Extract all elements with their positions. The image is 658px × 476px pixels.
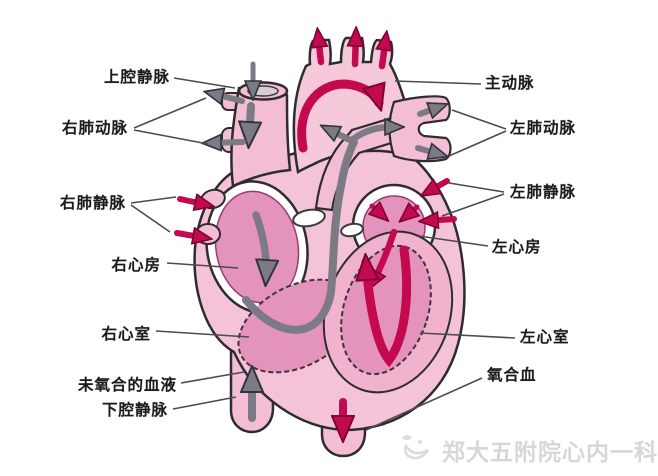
leader-ra (166, 262, 239, 269)
leader-ivc (172, 396, 237, 410)
rpa-lower-arrow (208, 142, 246, 143)
rpv-lower-arrow (174, 233, 206, 238)
watermark-logo-icon (402, 435, 430, 460)
pulmonary-valve (292, 208, 326, 228)
leader-oxygenated (365, 377, 483, 431)
label-left-ventricle: 左心室 (520, 328, 570, 346)
label-inferior-vena-cava: 下腔静脉 (101, 401, 168, 419)
aorta-branch-arrow-1 (318, 34, 321, 66)
leader-lines (130, 77, 516, 431)
lpv-upper-arrow (426, 178, 450, 193)
lpa-upper-arrow (417, 106, 442, 114)
leader-lv (419, 332, 516, 339)
leader-rv (155, 330, 250, 338)
aorta-branch-arrow-3 (382, 37, 386, 70)
label-left-pulmonary-vein: 左肺静脉 (510, 183, 577, 201)
aortic-arch-curved-arrow (297, 79, 379, 153)
leader-svc (173, 77, 236, 89)
left-ventricle-u-arrow (366, 245, 412, 368)
aortic-valve (340, 222, 364, 238)
leader-rpv-lower (130, 204, 171, 233)
watermark-text: 郑大五附院心内一科 (442, 440, 658, 466)
lpv-lower-arrow (425, 219, 457, 221)
label-right-pulmonary-vein: 右肺静脉 (59, 194, 126, 212)
leader-lpa-upper (451, 109, 507, 130)
rpa-upper-arrow (210, 93, 245, 101)
deoxygenated-flow-arrows (208, 61, 442, 422)
label-oxygenated-blood: 氧合血 (487, 366, 537, 384)
leader-deoxygenated (180, 371, 245, 384)
oxygenated-flow-arrows (174, 33, 457, 434)
label-aorta: 主动脉 (485, 74, 535, 92)
trunk-right-branch-arrow (348, 127, 398, 144)
leader-lpv-lower (441, 193, 505, 217)
leader-rpa-upper (133, 97, 207, 129)
la-converge-arrow-right (404, 207, 417, 218)
leader-lpa-lower (448, 130, 507, 157)
lpa-lower-arrow (415, 148, 442, 155)
rv-to-trunk-shaft (242, 138, 358, 334)
label-right-ventricle: 右心室 (101, 325, 151, 343)
label-deoxygenated-blood: 未氧合的血液 (77, 376, 177, 394)
leader-la (418, 235, 489, 247)
leader-rpv-upper (130, 196, 177, 204)
right-atrium-arrow (252, 211, 266, 278)
leader-aorta (394, 80, 482, 85)
label-right-pulmonary-artery: 右肺动脉 (61, 119, 128, 137)
rpv-upper-arrow (177, 199, 208, 205)
label-left-atrium: 左心房 (492, 238, 542, 256)
label-right-atrium: 右心房 (111, 256, 161, 274)
leader-lpv-upper (448, 182, 505, 193)
leader-rpa-lower (133, 129, 209, 145)
label-left-pulmonary-artery: 左肺动脉 (510, 119, 577, 137)
svc-down-arrow (249, 102, 251, 140)
la-converge-arrow-left (372, 206, 384, 217)
label-superior-vena-cava: 上腔静脉 (103, 68, 170, 86)
aorta-branch-arrow-2 (355, 33, 356, 68)
